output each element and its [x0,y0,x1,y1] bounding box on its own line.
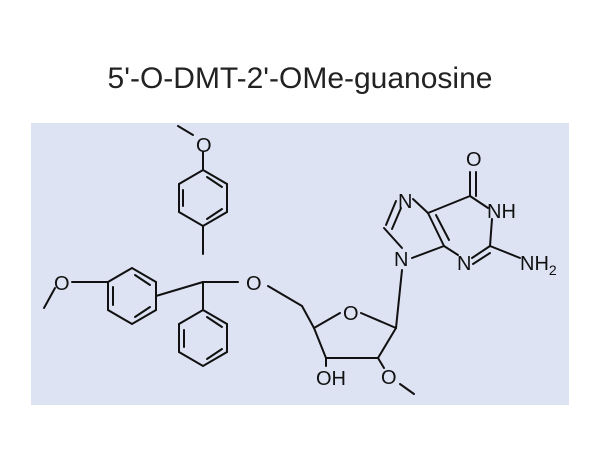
structure-panel: O O O O OH O N N N NH NH2 O [31,123,569,405]
atom-o-carbonyl: O [466,149,482,171]
panel-background [31,123,569,405]
atom-o-methoxy-2: O [381,367,397,389]
bond-lines [43,125,521,395]
atom-o-ether: O [246,273,262,295]
structure-diagram: O O O O OH O N N N NH NH2 O [31,123,569,405]
atom-nh2: NH2 [520,253,557,278]
atom-nh2-label: NH [520,253,549,275]
atom-labels: O O O O OH O N N N NH NH2 O [54,135,557,390]
atom-n3: N [457,253,471,275]
atom-nh2-subscript: 2 [549,262,557,278]
atom-oh: OH [316,368,346,390]
molecule-title: 5'-O-DMT-2'-OMe-guanosine [107,62,493,95]
atom-n7: N [398,191,412,213]
atom-n9: N [394,249,408,271]
atom-nh: NH [487,201,516,223]
atom-o-methoxy-left: O [54,273,70,295]
atom-o-methoxy-top: O [196,135,212,157]
atom-o-ring: O [343,303,359,325]
